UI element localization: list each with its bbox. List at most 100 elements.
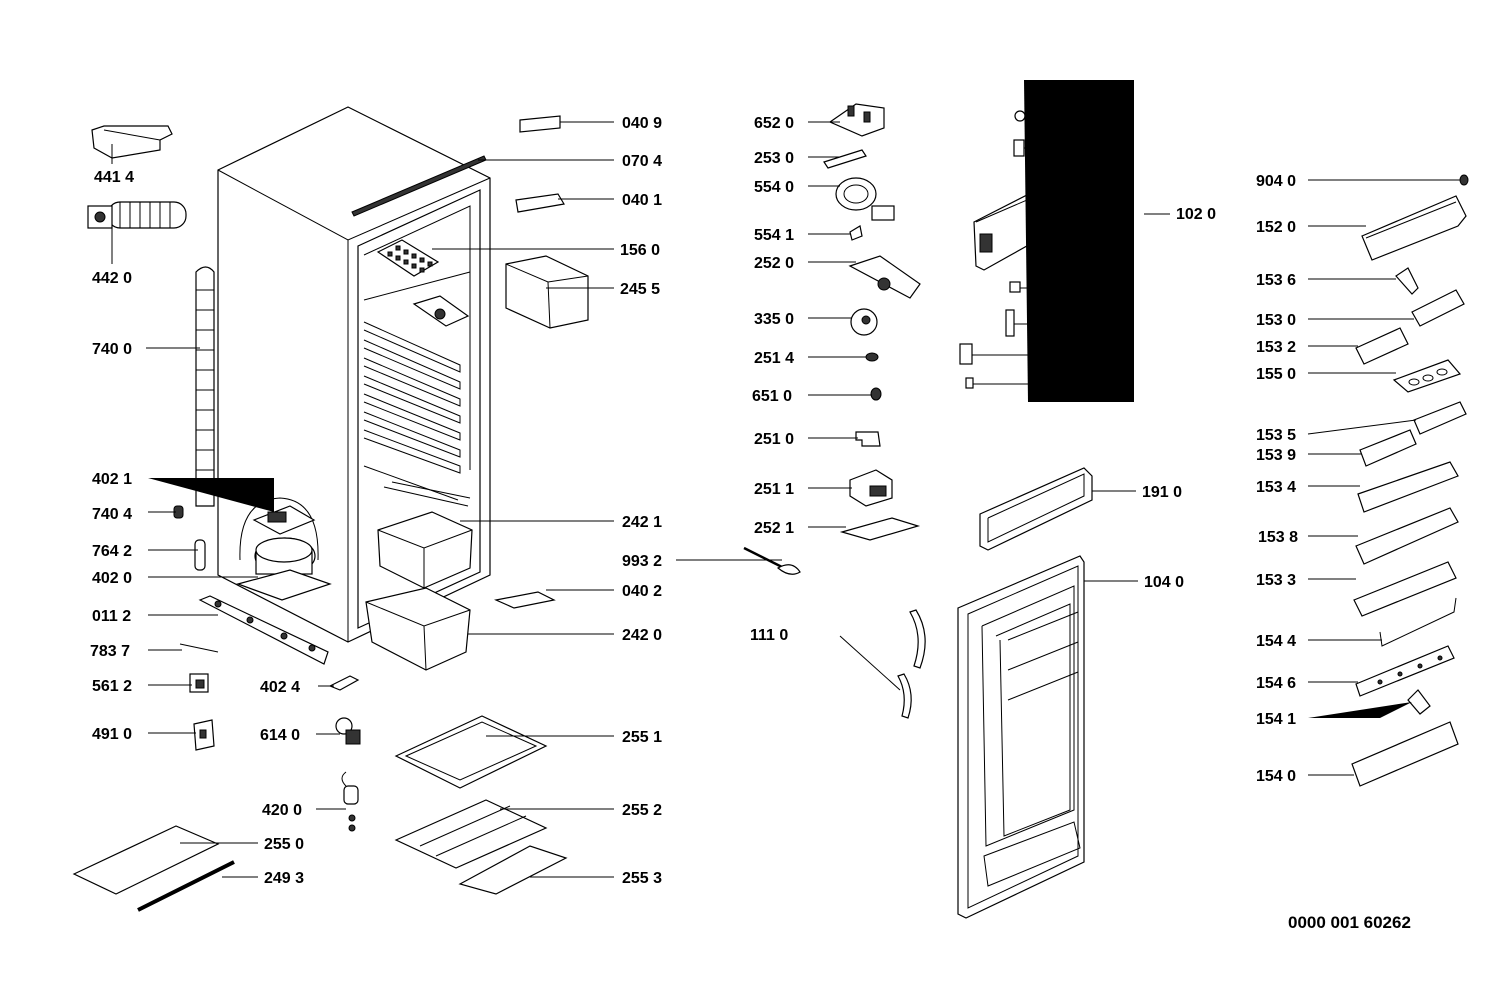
label-1020: 102 0: [1176, 206, 1216, 223]
door-handles: [897, 609, 926, 719]
label-1025: 102 5: [1070, 347, 1110, 364]
label-1540: 154 0: [1256, 768, 1296, 785]
label-2530: 253 0: [754, 150, 794, 167]
label-2550: 255 0: [264, 836, 304, 853]
label-2493: 249 3: [264, 870, 304, 887]
part-5541-icon: [849, 225, 863, 241]
label-1026: 102 6: [1072, 141, 1112, 158]
part-4024-icon: [328, 675, 360, 691]
part-9932-icon: [743, 546, 801, 575]
label-1910: 191 0: [1142, 484, 1182, 501]
label-1533: 153 3: [1256, 572, 1296, 589]
label-3350: 335 0: [754, 311, 794, 328]
label-1024: 102 4: [1070, 375, 1110, 392]
strip-2493: [137, 860, 235, 912]
label-2552: 255 2: [622, 802, 662, 819]
label-0402: 040 2: [622, 583, 662, 600]
part-5540-icon: [835, 177, 895, 221]
part-1541-icon: [1407, 689, 1431, 715]
tray-2553: [458, 845, 568, 895]
label-1544: 154 4: [1256, 633, 1296, 650]
label-1539: 153 9: [1256, 447, 1296, 464]
part-1025-icon: [959, 343, 973, 365]
label-1520: 152 0: [1256, 219, 1296, 236]
label-1541: 154 1: [1256, 711, 1296, 728]
glass-panel-2550: [72, 825, 220, 895]
label-1535: 153 5: [1256, 427, 1296, 444]
part-1023-icon: [1005, 309, 1015, 337]
part-2530-icon: [823, 149, 867, 169]
label-1534: 153 4: [1256, 479, 1296, 496]
part-1026-icon: [1013, 139, 1025, 157]
knob-3350: [850, 308, 878, 336]
vent-grid: [376, 239, 440, 277]
part-1022-icon: [1014, 110, 1026, 122]
condenser-coil: [195, 266, 215, 507]
label-5612: 561 2: [92, 678, 132, 695]
part-9040-icon: [1459, 174, 1469, 186]
label-4024: 402 4: [260, 679, 300, 696]
part-6520-icon: [828, 103, 885, 137]
fan-motor-icon: [87, 201, 187, 229]
label-2421: 242 1: [622, 514, 662, 531]
label-2520: 252 0: [754, 255, 794, 272]
label-4021: 402 1: [92, 471, 132, 488]
part-labels: 040 9 070 4 040 1 156 0 245 5 441 4 442 …: [90, 109, 1411, 932]
part-1535-icon: [1413, 401, 1467, 435]
label-2521: 252 1: [754, 520, 794, 537]
part-0401-icon: [515, 193, 565, 213]
part-2514-icon: [865, 352, 879, 362]
label-4420: 442 0: [92, 270, 132, 287]
part-4910-icon: [193, 719, 215, 751]
balcony-1520: [1361, 195, 1467, 261]
label-2420: 242 0: [622, 627, 662, 644]
label-2514: 251 4: [754, 350, 794, 367]
compressor: [236, 497, 332, 601]
thermostat-housing-2520: [848, 255, 921, 299]
part-1544-icon: [1379, 597, 1457, 647]
drier-icon: [194, 539, 206, 571]
label-9040: 904 0: [1256, 173, 1296, 190]
balcony-1534: [1357, 461, 1459, 513]
shelf-2551: [394, 715, 548, 789]
label-1536: 153 6: [1256, 272, 1296, 289]
balcony-1546: [1355, 645, 1455, 697]
part-2511-icon: [849, 469, 893, 507]
balcony-1533: [1353, 561, 1457, 617]
balcony-1540: [1351, 721, 1459, 787]
label-0409: 040 9: [622, 115, 662, 132]
evaporator-cover-2455: [505, 255, 589, 329]
label-0704: 070 4: [622, 153, 662, 170]
label-1546: 154 6: [1256, 675, 1296, 692]
label-2553: 255 3: [622, 870, 662, 887]
part-2521-icon: [839, 517, 921, 541]
shelf-2552: [394, 799, 548, 869]
leader-lines: [111, 80, 1460, 878]
part-2510-icon: [855, 431, 881, 447]
label-0112: 011 2: [92, 608, 131, 625]
label-1040: 104 0: [1144, 574, 1184, 591]
part-4200-icon: [341, 771, 359, 832]
label-5540: 554 0: [754, 179, 794, 196]
door-gasket-1910: [979, 467, 1093, 551]
part-1539-icon: [1359, 429, 1417, 467]
label-1532: 153 2: [1256, 339, 1296, 356]
label-1023: 102 3: [1072, 316, 1112, 333]
label-0401: 040 1: [622, 192, 662, 209]
label-6140: 614 0: [260, 727, 300, 744]
label-9932: 993 2: [622, 553, 662, 570]
door-1040: [957, 555, 1085, 919]
base-rail: [198, 595, 329, 665]
label-4020: 402 0: [92, 570, 132, 587]
part-7837-icon: [179, 643, 219, 653]
part-0409-icon: [519, 115, 561, 133]
part-1530-icon: [1411, 289, 1465, 327]
label-1110: 111 0: [750, 627, 788, 644]
label-1550: 155 0: [1256, 366, 1296, 383]
part-1024-icon: [965, 377, 974, 389]
label-4200: 420 0: [262, 802, 302, 819]
label-4910: 491 0: [92, 726, 132, 743]
balcony-1538: [1355, 507, 1459, 565]
part-1536-icon: [1395, 267, 1419, 295]
